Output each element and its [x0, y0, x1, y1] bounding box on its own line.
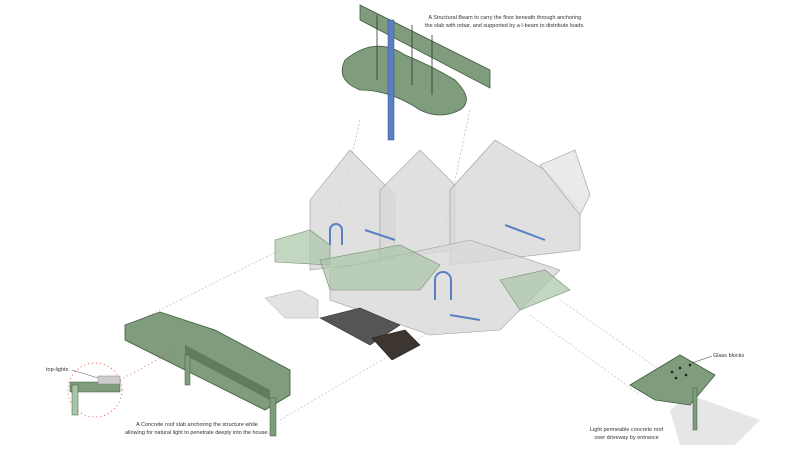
concrete-roof-slab [124, 311, 291, 437]
top-lights-callout [67, 349, 176, 418]
house-massing [309, 139, 591, 336]
stair-block [371, 329, 421, 361]
glass-blocks-label: Glass blocks [713, 353, 745, 359]
roof-slab-annotation: A Concrete roof slab anchoring the struc… [125, 421, 269, 437]
ground-pad [264, 289, 319, 319]
roof-annotation-line2: allowing for natural light to penetrate … [125, 430, 270, 436]
driveway-annotation: Light permeable concrete roof over drive… [590, 426, 663, 442]
house-blue-elements [329, 223, 546, 321]
top-lights-label: top-lights [46, 367, 69, 373]
beam-annotation-line2: the slab with rebar, and supported by a … [425, 23, 585, 29]
beam-annotation-line1: A Structural Beam to carry the floor ben… [428, 15, 582, 21]
projection-lines [129, 109, 661, 421]
house-green-slabs [274, 229, 571, 311]
driveway-annotation-line1: Light permeable concrete roof [590, 427, 664, 433]
beam-annotation: A Structural Beam to carry the floor ben… [425, 14, 585, 30]
driveway-annotation-line2: over driveway by entrance [594, 435, 659, 441]
structural-beam-assembly [341, 4, 491, 141]
dark-block [319, 307, 401, 346]
roof-annotation-line1: A Concrete roof slab anchoring the struc… [136, 422, 258, 428]
driveway-roof [629, 354, 760, 445]
